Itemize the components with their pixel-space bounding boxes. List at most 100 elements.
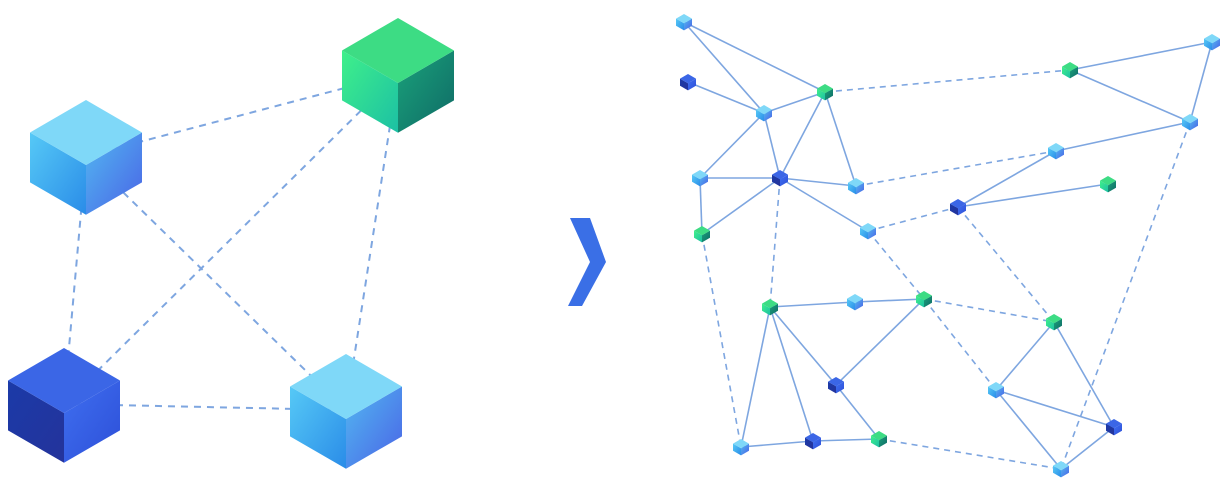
network-link-solid xyxy=(769,301,856,308)
network-link-solid xyxy=(740,440,814,448)
cube-left-face xyxy=(342,50,398,133)
network-node-cube xyxy=(772,170,788,187)
cube-top-face xyxy=(30,100,142,165)
network-link-solid xyxy=(812,438,880,442)
network-link-dashed xyxy=(923,298,997,391)
cube-left-face xyxy=(847,298,855,311)
cube-right-face xyxy=(770,303,778,316)
network-link-dashed xyxy=(769,177,781,308)
centralized-node-cube xyxy=(342,18,454,133)
network-link-solid xyxy=(699,177,703,235)
network-link-solid xyxy=(995,389,1115,428)
centralized-link xyxy=(85,155,347,411)
cube-top-face xyxy=(342,18,454,83)
cube-right-face xyxy=(780,174,788,187)
centralized-node-cube xyxy=(290,354,402,469)
cube-top-face xyxy=(1046,314,1062,324)
network-link-solid xyxy=(835,298,925,386)
cube-top-face xyxy=(1204,34,1220,44)
cube-right-face xyxy=(879,435,887,448)
cube-left-face xyxy=(860,227,868,240)
cube-left-face xyxy=(1046,318,1054,331)
cube-right-face xyxy=(1070,66,1078,79)
cube-top-face xyxy=(950,199,966,209)
network-node-cube xyxy=(1053,461,1069,478)
network-link-solid xyxy=(824,91,857,187)
network-link-solid xyxy=(1060,426,1115,470)
cube-top-face xyxy=(692,170,708,180)
cube-left-face xyxy=(1062,66,1070,79)
cube-top-face xyxy=(772,170,788,180)
cube-top-face xyxy=(290,354,402,419)
network-node-cube xyxy=(762,299,778,316)
cube-right-face xyxy=(1212,38,1220,51)
network-node-cube xyxy=(1100,176,1116,193)
network-link-solid xyxy=(779,177,857,187)
cube-left-face xyxy=(1100,180,1108,193)
cube-left-face xyxy=(30,132,86,215)
network-node-cube xyxy=(692,170,708,187)
cube-right-face xyxy=(688,78,696,91)
cube-right-face xyxy=(958,203,966,216)
cube-right-face xyxy=(1056,147,1064,160)
network-link-solid xyxy=(779,177,869,232)
centralized-node-cube xyxy=(8,348,120,463)
cube-right-face xyxy=(702,230,710,243)
chevron-right-icon xyxy=(568,218,606,306)
cube-top-face xyxy=(762,299,778,309)
cube-right-face xyxy=(836,381,844,394)
network-link-dashed xyxy=(867,230,925,300)
network-link-solid xyxy=(1055,121,1191,152)
cube-right-face xyxy=(700,174,708,187)
network-node-cube xyxy=(817,84,833,101)
network-node-cube xyxy=(828,377,844,394)
cube-right-face xyxy=(813,437,821,450)
network-nodes xyxy=(676,14,1220,478)
network-node-cube xyxy=(916,291,932,308)
network-link-solid xyxy=(687,81,765,114)
network-link-solid xyxy=(1069,41,1213,71)
cube-left-face xyxy=(848,182,856,195)
network-link-solid xyxy=(769,306,837,386)
cube-right-face xyxy=(1061,465,1069,478)
network-node-cube xyxy=(1048,143,1064,160)
network-link-solid xyxy=(835,384,880,440)
cube-left-face xyxy=(871,435,879,448)
network-link-dashed xyxy=(701,233,742,448)
network-link-solid xyxy=(701,177,781,235)
cube-top-face xyxy=(817,84,833,94)
cube-right-face xyxy=(996,386,1004,399)
network-link-solid xyxy=(957,150,1057,208)
cube-top-face xyxy=(828,377,844,387)
network-node-cube xyxy=(848,178,864,195)
network-link-dashed xyxy=(824,69,1071,93)
cube-left-face xyxy=(817,88,825,101)
network-link-solid xyxy=(740,306,771,448)
cube-right-face xyxy=(924,295,932,308)
centralized-link xyxy=(345,73,399,411)
cube-top-face xyxy=(1182,114,1198,124)
cube-left-face xyxy=(762,303,770,316)
cube-top-face xyxy=(916,291,932,301)
cube-left-face xyxy=(8,380,64,463)
cube-left-face xyxy=(290,386,346,469)
cube-right-face xyxy=(398,50,454,133)
network-node-cube xyxy=(1204,34,1220,51)
network-link-solid xyxy=(995,389,1062,470)
network-link-solid xyxy=(854,298,925,303)
cube-left-face xyxy=(1053,465,1061,478)
cube-left-face xyxy=(1048,147,1056,160)
network-link-dashed xyxy=(957,206,1055,323)
cube-right-face xyxy=(64,380,120,463)
network-link-solid xyxy=(957,183,1109,208)
network-link-dashed xyxy=(923,298,1055,323)
cube-top-face xyxy=(1106,419,1122,429)
cube-right-face xyxy=(825,88,833,101)
cube-left-face xyxy=(1204,38,1212,51)
network-link-solid xyxy=(769,306,814,442)
network-link-solid xyxy=(1189,41,1213,123)
cube-top-face xyxy=(847,294,863,304)
cube-left-face xyxy=(916,295,924,308)
